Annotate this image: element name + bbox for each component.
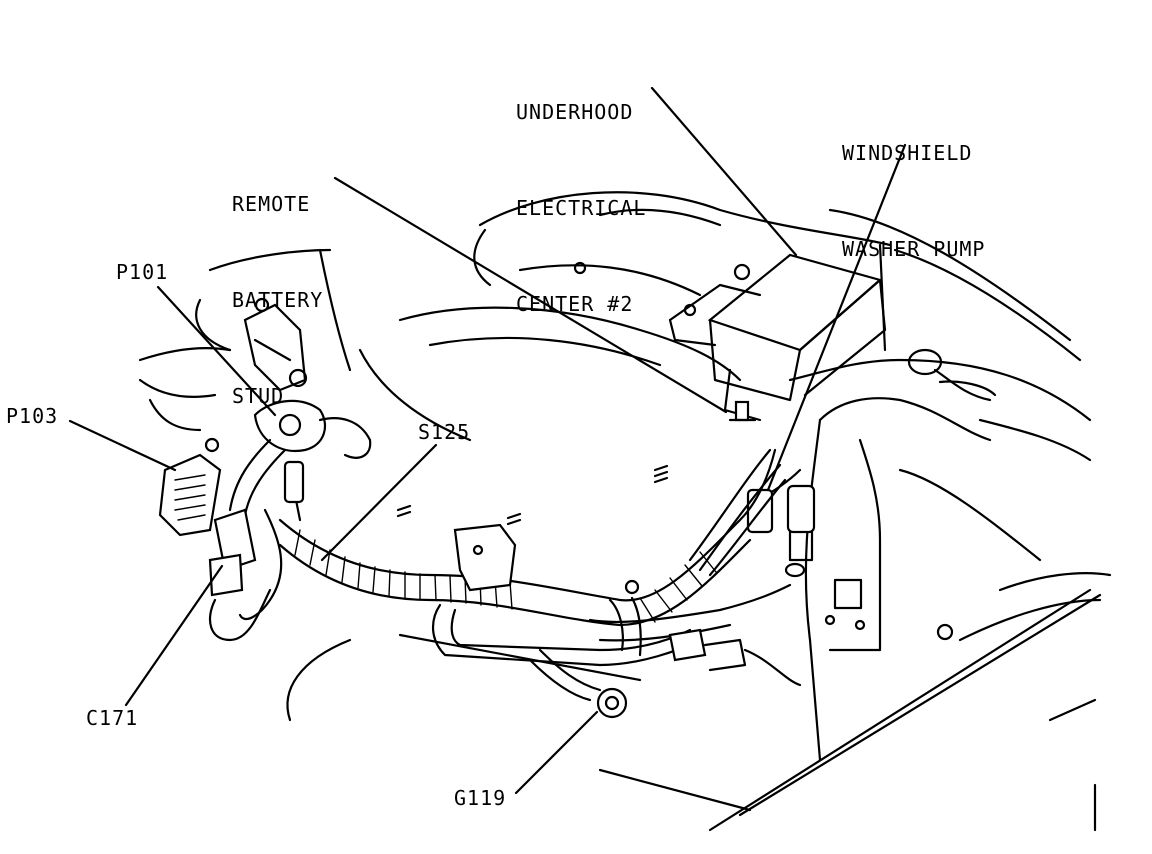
label-washer-line1: WINDSHIELD <box>842 141 973 165</box>
label-c171: C171 <box>86 706 139 730</box>
cowl-panel <box>286 588 1102 832</box>
leader-lines <box>68 86 907 795</box>
label-windshield-washer-pump: WINDSHIELD WASHER PUMP <box>842 73 985 297</box>
p103-connector <box>158 437 222 537</box>
bolts <box>396 261 954 641</box>
engine-outline <box>138 191 892 442</box>
label-underhood-line1: UNDERHOOD <box>516 100 634 124</box>
label-p103: P103 <box>6 404 59 428</box>
label-battery-line2: BATTERY <box>232 288 324 312</box>
wiring-harness <box>278 448 802 687</box>
label-s125: S125 <box>418 420 471 444</box>
reservoir-cap <box>907 348 997 402</box>
label-washer-line2: WASHER PUMP <box>842 237 986 261</box>
label-g119: G119 <box>454 786 507 810</box>
label-underhood-electrical-center: UNDERHOOD ELECTRICAL CENTER #2 <box>516 32 646 352</box>
label-p101: P101 <box>116 260 169 284</box>
label-battery-line3: STUD <box>232 384 285 408</box>
c171-connector <box>208 460 305 642</box>
fender-structure <box>788 208 1112 762</box>
label-underhood-line2: ELECTRICAL <box>516 196 647 220</box>
label-battery-line1: REMOTE <box>232 192 311 216</box>
label-remote-battery-stud: REMOTE BATTERY STUD <box>232 124 323 444</box>
ground-g119 <box>528 648 628 719</box>
sensor-assembly <box>243 297 308 392</box>
label-underhood-line3: CENTER #2 <box>516 292 634 316</box>
remote-battery-stud <box>728 400 757 422</box>
